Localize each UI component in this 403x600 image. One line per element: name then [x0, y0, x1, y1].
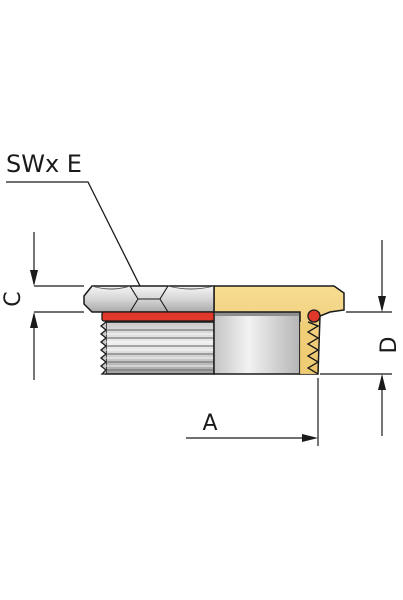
dimension-d-label: D [377, 337, 402, 354]
callout-label-swx-e: SWx E [6, 150, 82, 178]
dimension-c: C [1, 232, 84, 380]
dimension-c-label: C [1, 291, 26, 306]
dimension-a-label: A [202, 411, 217, 436]
callout-leader-line [6, 181, 151, 307]
thread-section [99, 321, 215, 375]
hex-head [83, 285, 215, 313]
bore-section [213, 311, 301, 375]
dimension-d: D [320, 240, 402, 436]
sealing-ring [101, 309, 321, 323]
dimension-a: A [186, 378, 319, 446]
